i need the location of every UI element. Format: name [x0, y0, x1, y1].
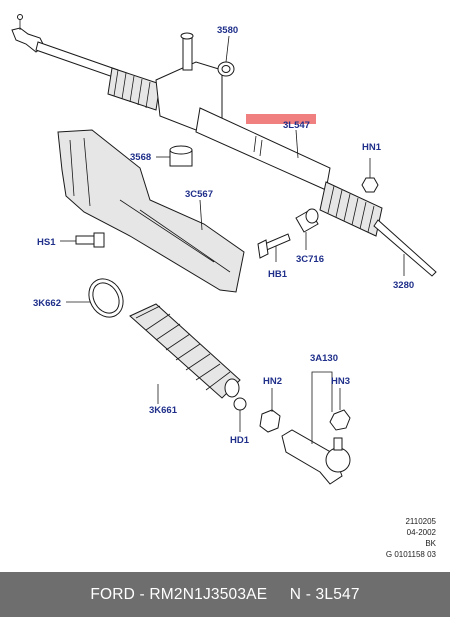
label-HD1: HD1 — [230, 435, 250, 446]
label-HB1: HB1 — [268, 269, 288, 280]
part-HN1-nut — [361, 158, 379, 193]
label-3C567: 3C567 — [185, 189, 213, 200]
part-HD1-clip — [233, 397, 247, 432]
label-HN1: HN1 — [362, 142, 382, 153]
part-3580-seal — [217, 35, 235, 77]
label-3C716: 3C716 — [296, 254, 324, 265]
label-HS1: HS1 — [37, 237, 56, 248]
label-3L547: 3L547 — [283, 120, 310, 131]
part-3568-seal — [156, 145, 193, 167]
part-HB1-bolt — [257, 233, 291, 262]
part-HN3-nut — [329, 388, 351, 431]
part-3K661-bellows — [129, 303, 241, 404]
label-3280: 3280 — [393, 280, 414, 291]
part-3A130-tie-rod-end — [281, 371, 351, 485]
steering-rack-assembly — [11, 14, 437, 277]
reference-number: 2110205 — [405, 517, 436, 526]
reference-code: BK — [425, 539, 436, 548]
footer-part-number: FORD - RM2N1J3503AE N - 3L547 — [90, 585, 360, 603]
label-HN2: HN2 — [263, 376, 282, 387]
reference-drawing-id: G 0101158 03 — [385, 550, 436, 559]
part-3K662-clamp — [66, 278, 124, 318]
label-HN3: HN3 — [331, 376, 350, 387]
footer-bar: FORD - RM2N1J3503AE N - 3L547 — [0, 572, 450, 617]
steering-rack-exploded-diagram: 3580 3L547 HN1 3568 3C567 HS1 HB1 3C716 … — [11, 14, 437, 485]
label-3A130: 3A130 — [310, 353, 338, 364]
label-3580: 3580 — [217, 25, 238, 36]
label-3K661: 3K661 — [149, 405, 178, 416]
part-3C567-heat-shield — [57, 129, 245, 293]
part-3C716-bushing — [295, 208, 319, 250]
part-HS1-bolt — [60, 232, 105, 248]
part-HN2-nut — [259, 388, 281, 433]
highlight-marker — [246, 114, 316, 124]
reference-date: 04-2002 — [406, 528, 436, 537]
label-3K662: 3K662 — [33, 298, 61, 309]
drawing-reference: 2110205 04-2002 BK G 0101158 03 — [386, 516, 436, 560]
label-3568: 3568 — [130, 152, 151, 163]
